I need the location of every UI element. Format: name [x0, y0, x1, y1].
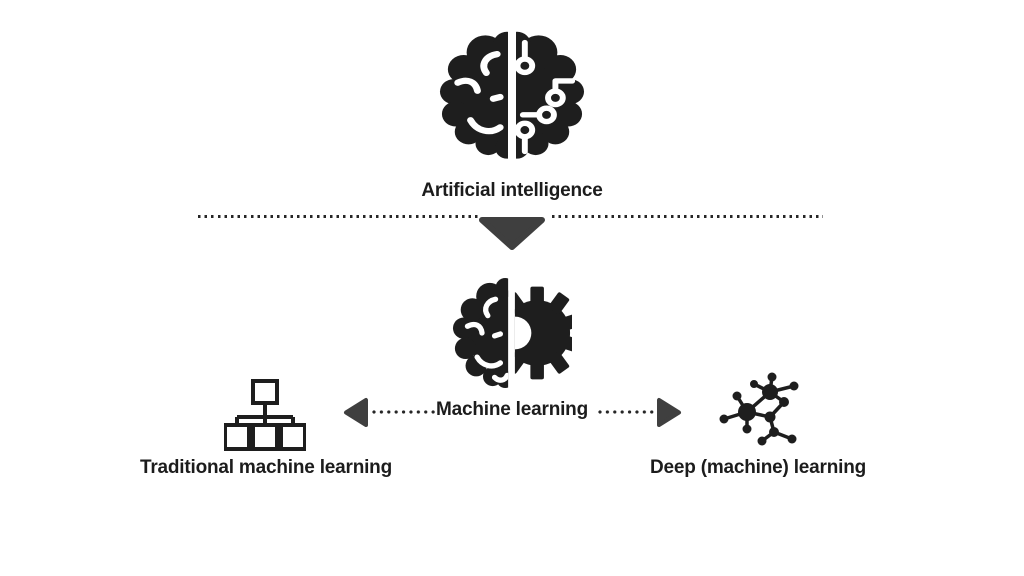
deep-learning-label: Deep (machine) learning: [649, 457, 867, 478]
brain-gear-icon: [452, 278, 572, 388]
ml-label: Machine learning: [435, 399, 588, 420]
dotted-divider-right: [552, 215, 823, 218]
dotted-divider-left: [198, 215, 479, 218]
dotted-line-right: [598, 410, 654, 414]
ai-label: Artificial intelligence: [421, 180, 603, 201]
right-arrow-icon: [657, 398, 681, 427]
dotted-line-left: [372, 410, 436, 414]
hierarchy-tree-icon: [224, 379, 306, 451]
circuit-brain-icon: [439, 31, 585, 159]
left-arrow-icon: [344, 398, 368, 427]
down-arrow-icon: [479, 217, 545, 250]
network-graph-icon: [719, 372, 799, 446]
traditional-ml-label: Traditional machine learning: [139, 457, 392, 478]
